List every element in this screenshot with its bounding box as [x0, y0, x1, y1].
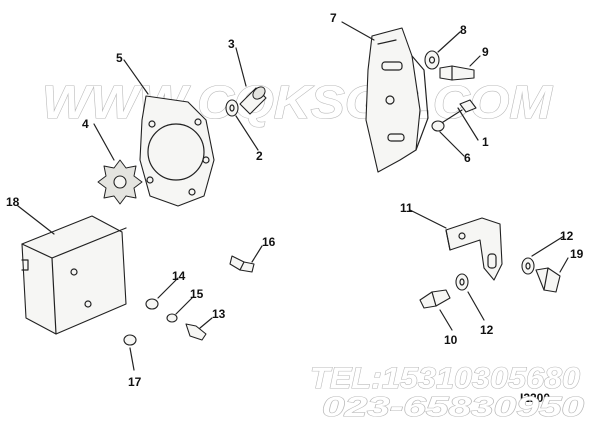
callout-1: 1 [482, 135, 489, 149]
callout-18: 18 [6, 195, 20, 209]
mounting-bracket [365, 27, 429, 173]
callout-6: 6 [464, 151, 471, 165]
watermark-site: WWW.CQKSGS.COM [42, 76, 554, 128]
callout-19: 19 [570, 247, 584, 261]
callout-17: 17 [128, 375, 142, 389]
washer-14 [145, 298, 159, 310]
gasket-plate [139, 95, 215, 207]
washer-6 [431, 120, 445, 132]
callout-9: 9 [482, 45, 489, 59]
capscrew-19 [535, 267, 561, 293]
washer-2 [225, 99, 239, 117]
capscrew-9 [439, 65, 475, 81]
callout-11: 11 [400, 201, 413, 215]
callout-12-right: 12 [560, 229, 574, 243]
watermark-phone: 023-65830950 [322, 391, 585, 422]
callout-8: 8 [460, 23, 467, 37]
callout-13: 13 [212, 307, 226, 321]
washer-12-lower [455, 273, 469, 291]
callout-14: 14 [172, 269, 186, 283]
drawing-code: I2200 [520, 391, 550, 405]
callout-4: 4 [82, 117, 89, 131]
capscrew-1 [439, 99, 477, 125]
nut-17 [123, 334, 137, 346]
stud-bolt [239, 86, 267, 115]
watermark-tel: TEL:15310305680 [310, 362, 580, 395]
callout-7: 7 [330, 11, 337, 25]
callout-5: 5 [116, 51, 123, 65]
callout-2: 2 [256, 149, 263, 163]
callout-10: 10 [444, 333, 458, 347]
capscrew-13 [185, 323, 207, 341]
capscrew-16 [229, 255, 255, 273]
washer-12-right [521, 257, 535, 275]
callout-3: 3 [228, 37, 235, 51]
washer-8 [424, 50, 440, 70]
callout-12-lower: 12 [480, 323, 494, 337]
cover-housing [21, 215, 127, 335]
l-bracket [445, 217, 503, 281]
callout-15: 15 [190, 287, 204, 301]
capscrew-10 [419, 289, 451, 309]
drive-coupling [97, 159, 143, 205]
washer-15 [166, 313, 178, 323]
leader-lines [17, 21, 569, 371]
callout-16: 16 [262, 235, 276, 249]
